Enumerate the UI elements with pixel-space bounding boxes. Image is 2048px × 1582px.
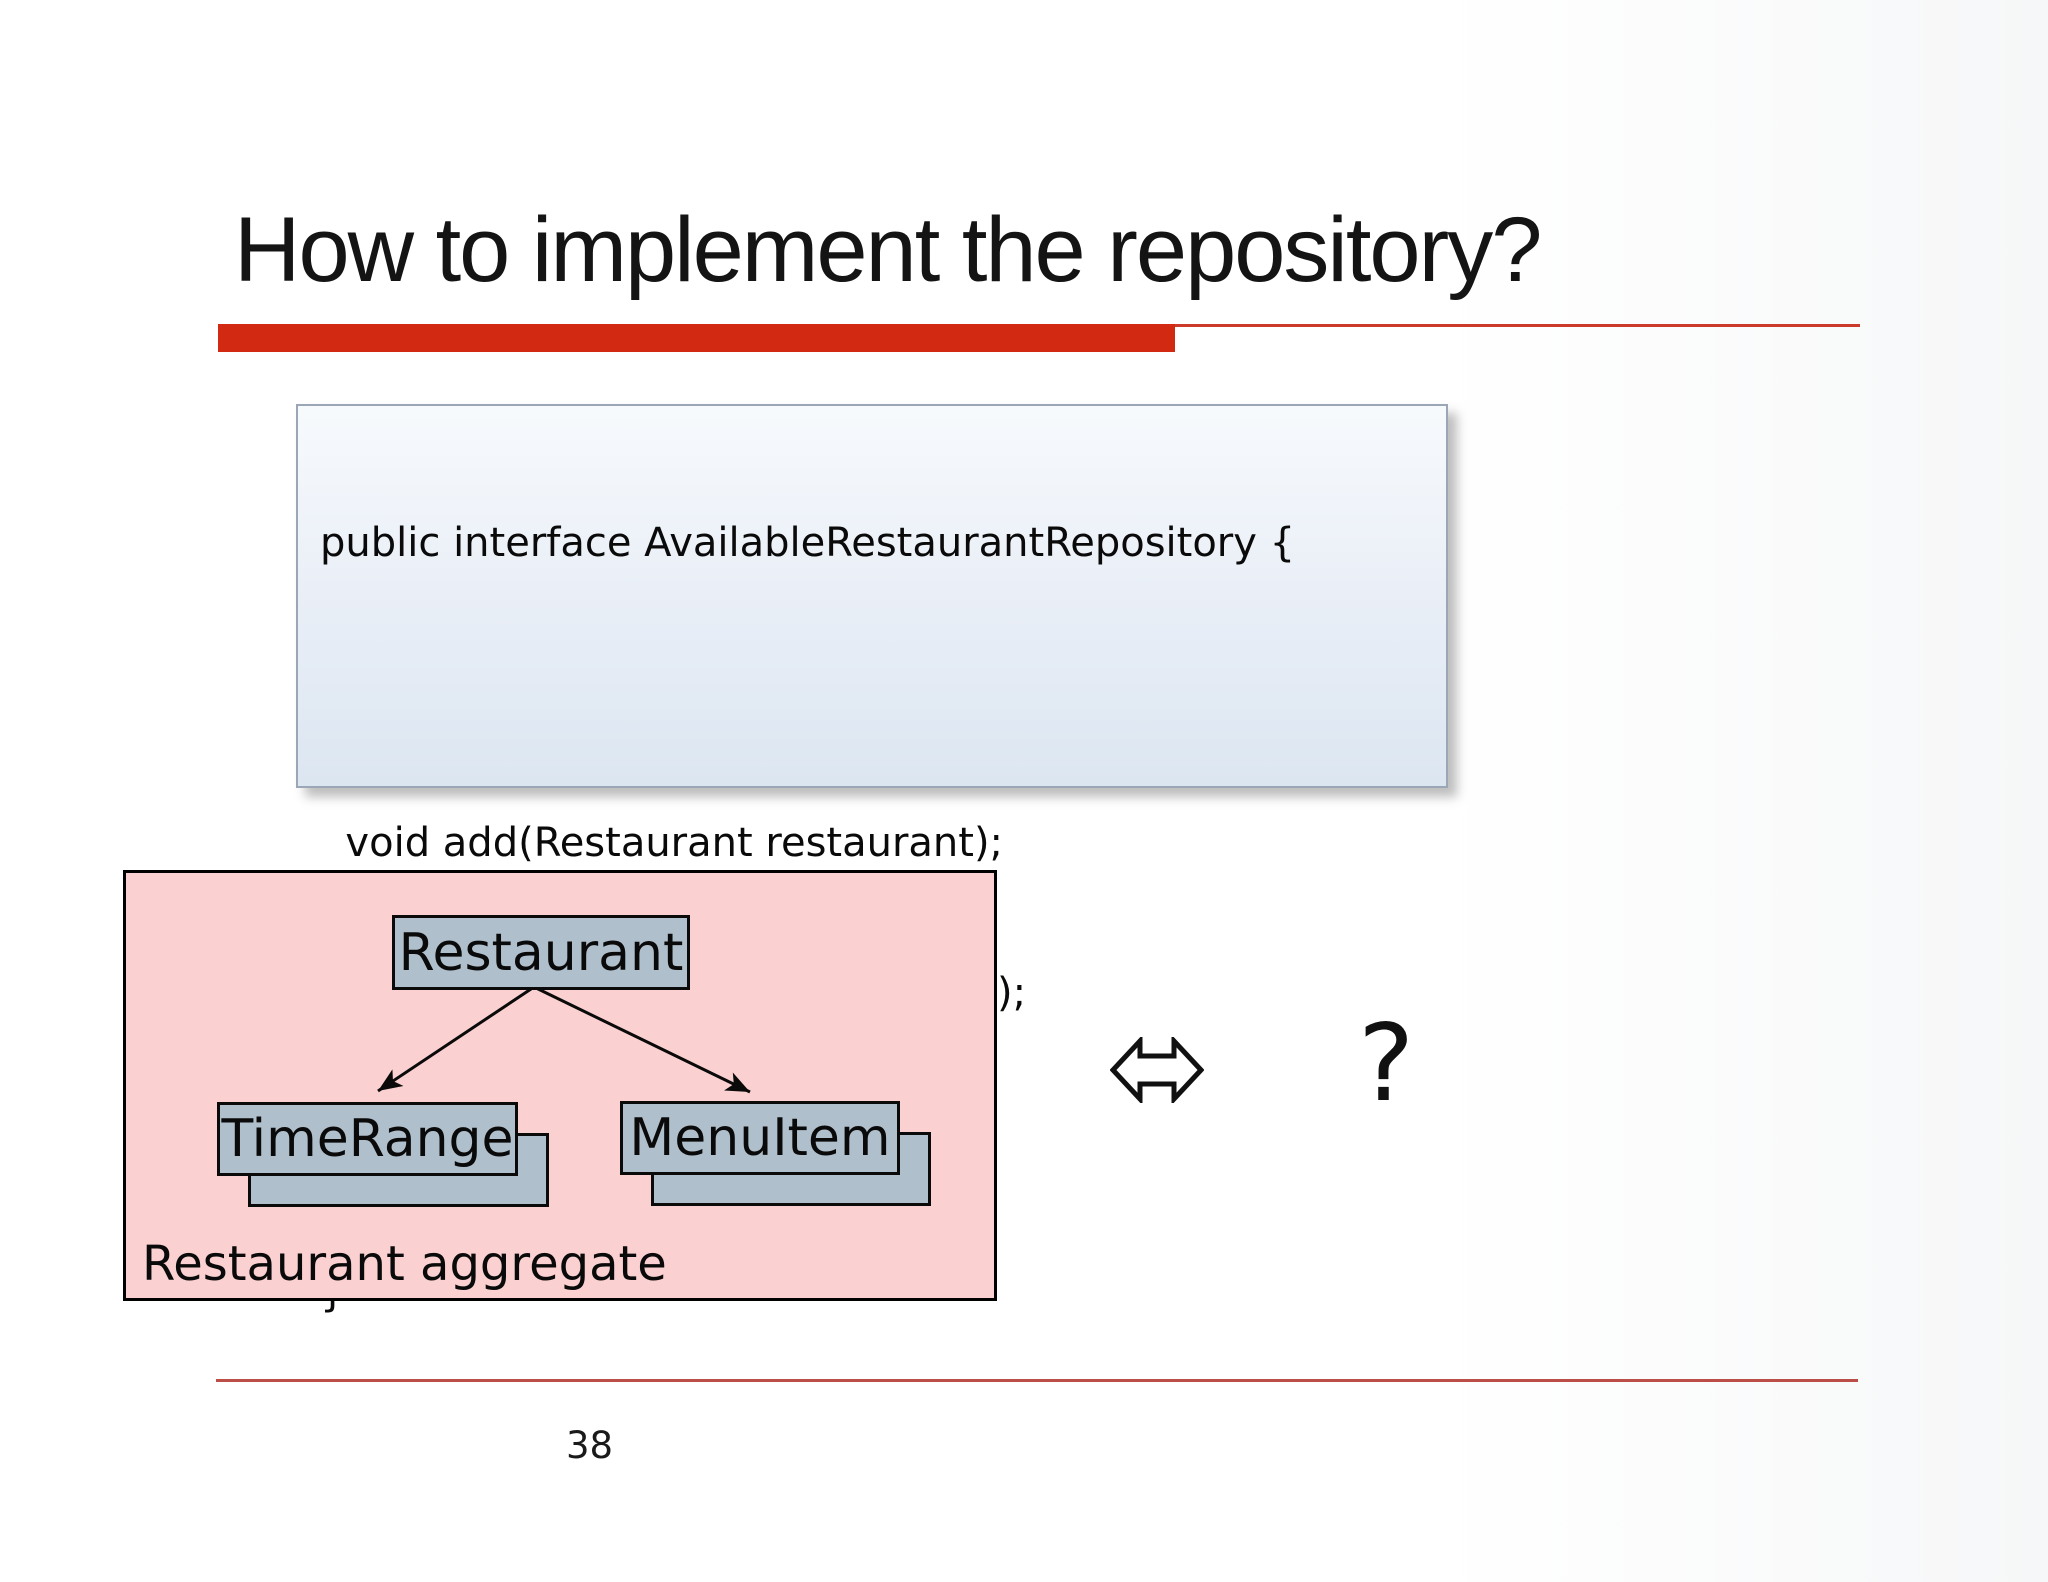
arrow-restaurant-to-menuitem xyxy=(533,985,751,1094)
question-mark: ? xyxy=(1358,1002,1415,1125)
double-arrow-icon xyxy=(1110,1037,1204,1103)
node-timerange: TimeRange xyxy=(217,1102,518,1176)
aggregate-caption: Restaurant aggregate xyxy=(142,1236,667,1292)
restaurant-aggregate-box: Restaurant TimeRange MenuItem Restaurant… xyxy=(123,870,997,1301)
slide-title: How to implement the repository? xyxy=(234,199,1542,301)
node-menuitem: MenuItem xyxy=(620,1101,900,1175)
node-timerange-label: TimeRange xyxy=(221,1109,514,1169)
aggregation-arrows xyxy=(377,985,751,1094)
footer-rule-line xyxy=(216,1379,1858,1382)
code-line: void add(Restaurant restaurant); xyxy=(320,820,1004,866)
node-menuitem-label: MenuItem xyxy=(629,1108,891,1168)
node-restaurant: Restaurant xyxy=(392,915,690,990)
code-line xyxy=(320,668,1438,718)
node-restaurant-label: Restaurant xyxy=(398,922,684,983)
page-number: 38 xyxy=(566,1424,614,1467)
code-snippet-box: public interface AvailableRestaurantRepo… xyxy=(296,404,1448,1316)
code-line: public interface AvailableRestaurantRepo… xyxy=(320,520,1296,566)
arrow-restaurant-to-timerange xyxy=(377,985,535,1093)
title-accent-bar xyxy=(218,324,1175,352)
